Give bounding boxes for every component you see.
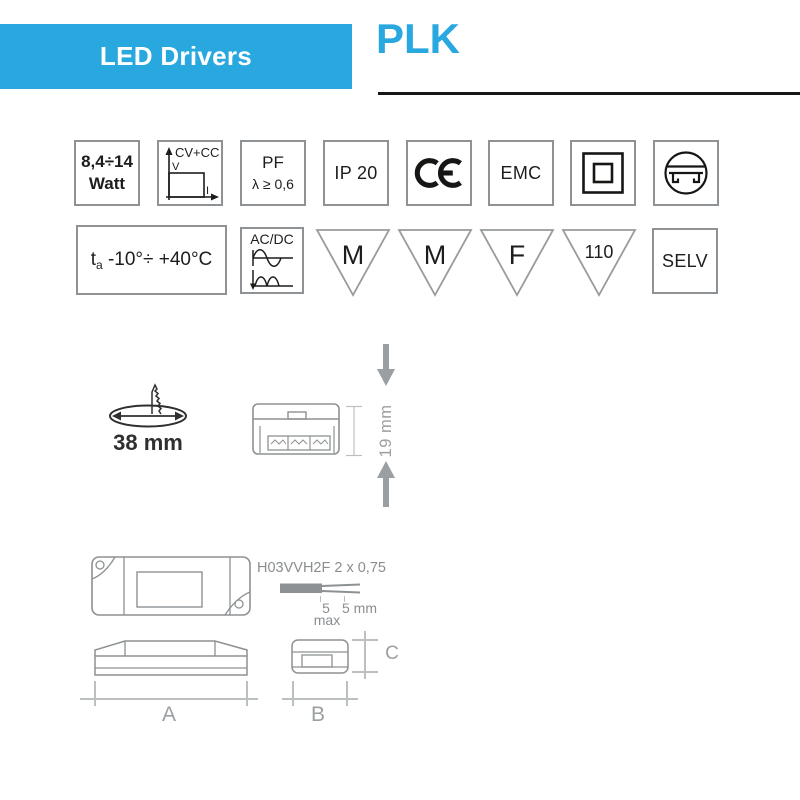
strip-jacket-value: 5 <box>322 600 330 616</box>
category-header-bar: LED Drivers <box>0 24 352 89</box>
cv-cc-output-curve-icon: CV+CC V I <box>165 145 219 201</box>
driver-end-view-drawing <box>291 639 349 674</box>
cv-cc-label: CV+CC <box>175 145 219 160</box>
dim-a-line <box>80 698 258 700</box>
up-arrow-shaft <box>383 477 389 507</box>
badge-emc: EMC <box>488 140 554 206</box>
emc-label: EMC <box>500 162 542 183</box>
wattage-unit: Watt <box>88 174 126 193</box>
furniture-mark-triangle-m1: M <box>315 229 391 297</box>
screw-hole-icon <box>234 599 244 609</box>
badge-wattage: 8,4÷14 Watt <box>74 140 140 206</box>
dim-b-tick <box>346 681 348 706</box>
furniture-mark-triangle-m2: M <box>397 229 473 297</box>
selv-label: SELV <box>662 250 708 271</box>
cable-type-label: H03VVH2F 2 x 0,75 <box>257 560 386 576</box>
page-title: PLK <box>376 15 460 62</box>
badge-selv: SELV <box>652 228 718 294</box>
badge-ac-dc: AC/DC <box>240 227 304 294</box>
triangle-letter: F <box>509 240 526 270</box>
height-value-label: 19 mm <box>376 404 395 458</box>
ambient-temp-label: ta -10°÷ +40°C <box>90 248 213 272</box>
stripped-cable-icon <box>280 583 361 594</box>
badge-ce <box>406 140 472 206</box>
up-arrow-icon <box>377 461 395 478</box>
triangle-value: 110 <box>585 242 614 262</box>
strip-wire-value: 5 mm <box>342 600 377 616</box>
strip-tick <box>344 596 346 602</box>
mounting-hole-drawing <box>109 383 187 428</box>
furniture-mark-triangle-f: F <box>479 229 555 297</box>
screw-hole-icon <box>95 560 105 570</box>
badge-cv-cc: CV+CC V I <box>157 140 223 206</box>
triangle-letter: M <box>342 240 365 270</box>
dim-length-label: A <box>161 703 176 726</box>
driver-side-view-drawing <box>94 640 248 676</box>
down-arrow-icon <box>377 369 395 386</box>
hole-diameter-label: 38 mm <box>113 430 183 455</box>
height-dimension-line <box>346 405 362 457</box>
badge-independent-gear <box>653 140 719 206</box>
strip-jacket-note: max <box>313 612 341 628</box>
dim-b-line <box>282 698 358 700</box>
axis-v-label: V <box>172 161 180 173</box>
title-divider-line <box>378 92 800 95</box>
badge-ip-rating: IP 20 <box>323 140 389 206</box>
dim-a-tick <box>94 681 96 706</box>
dim-width-label: B <box>310 703 325 726</box>
dim-c-tick <box>352 671 378 673</box>
ip-rating-label: IP 20 <box>334 162 378 183</box>
driver-top-view-drawing <box>91 556 251 616</box>
driver-front-view-drawing <box>252 403 340 455</box>
drill-bit-icon <box>151 383 163 415</box>
wattage-range: 8,4÷14 <box>81 151 133 171</box>
ce-mark-icon <box>414 158 462 188</box>
badge-power-factor: PF λ ≥ 0,6 <box>240 140 306 206</box>
ac-dc-label: AC/DC <box>250 231 294 247</box>
category-label: LED Drivers <box>99 41 253 71</box>
axis-i-label: I <box>206 185 209 197</box>
dim-c-tick <box>352 639 378 641</box>
pf-label: PF <box>262 152 284 172</box>
badge-class-ii <box>570 140 636 206</box>
dim-a-tick <box>246 681 248 706</box>
dim-height-label: C <box>385 643 399 664</box>
down-arrow-shaft <box>383 344 389 371</box>
triangle-letter: M <box>424 240 447 270</box>
pf-value: λ ≥ 0,6 <box>252 176 294 193</box>
badge-ambient-temp: ta -10°÷ +40°C <box>76 225 227 295</box>
class-ii-double-square-icon <box>582 152 624 194</box>
temperature-mark-triangle-110: 110 <box>561 229 637 297</box>
strip-tick <box>320 596 322 602</box>
dim-c-line <box>364 631 366 679</box>
independent-control-gear-icon <box>664 151 708 195</box>
ac-dc-waveform-icon <box>250 249 293 290</box>
dim-b-tick <box>292 681 294 706</box>
